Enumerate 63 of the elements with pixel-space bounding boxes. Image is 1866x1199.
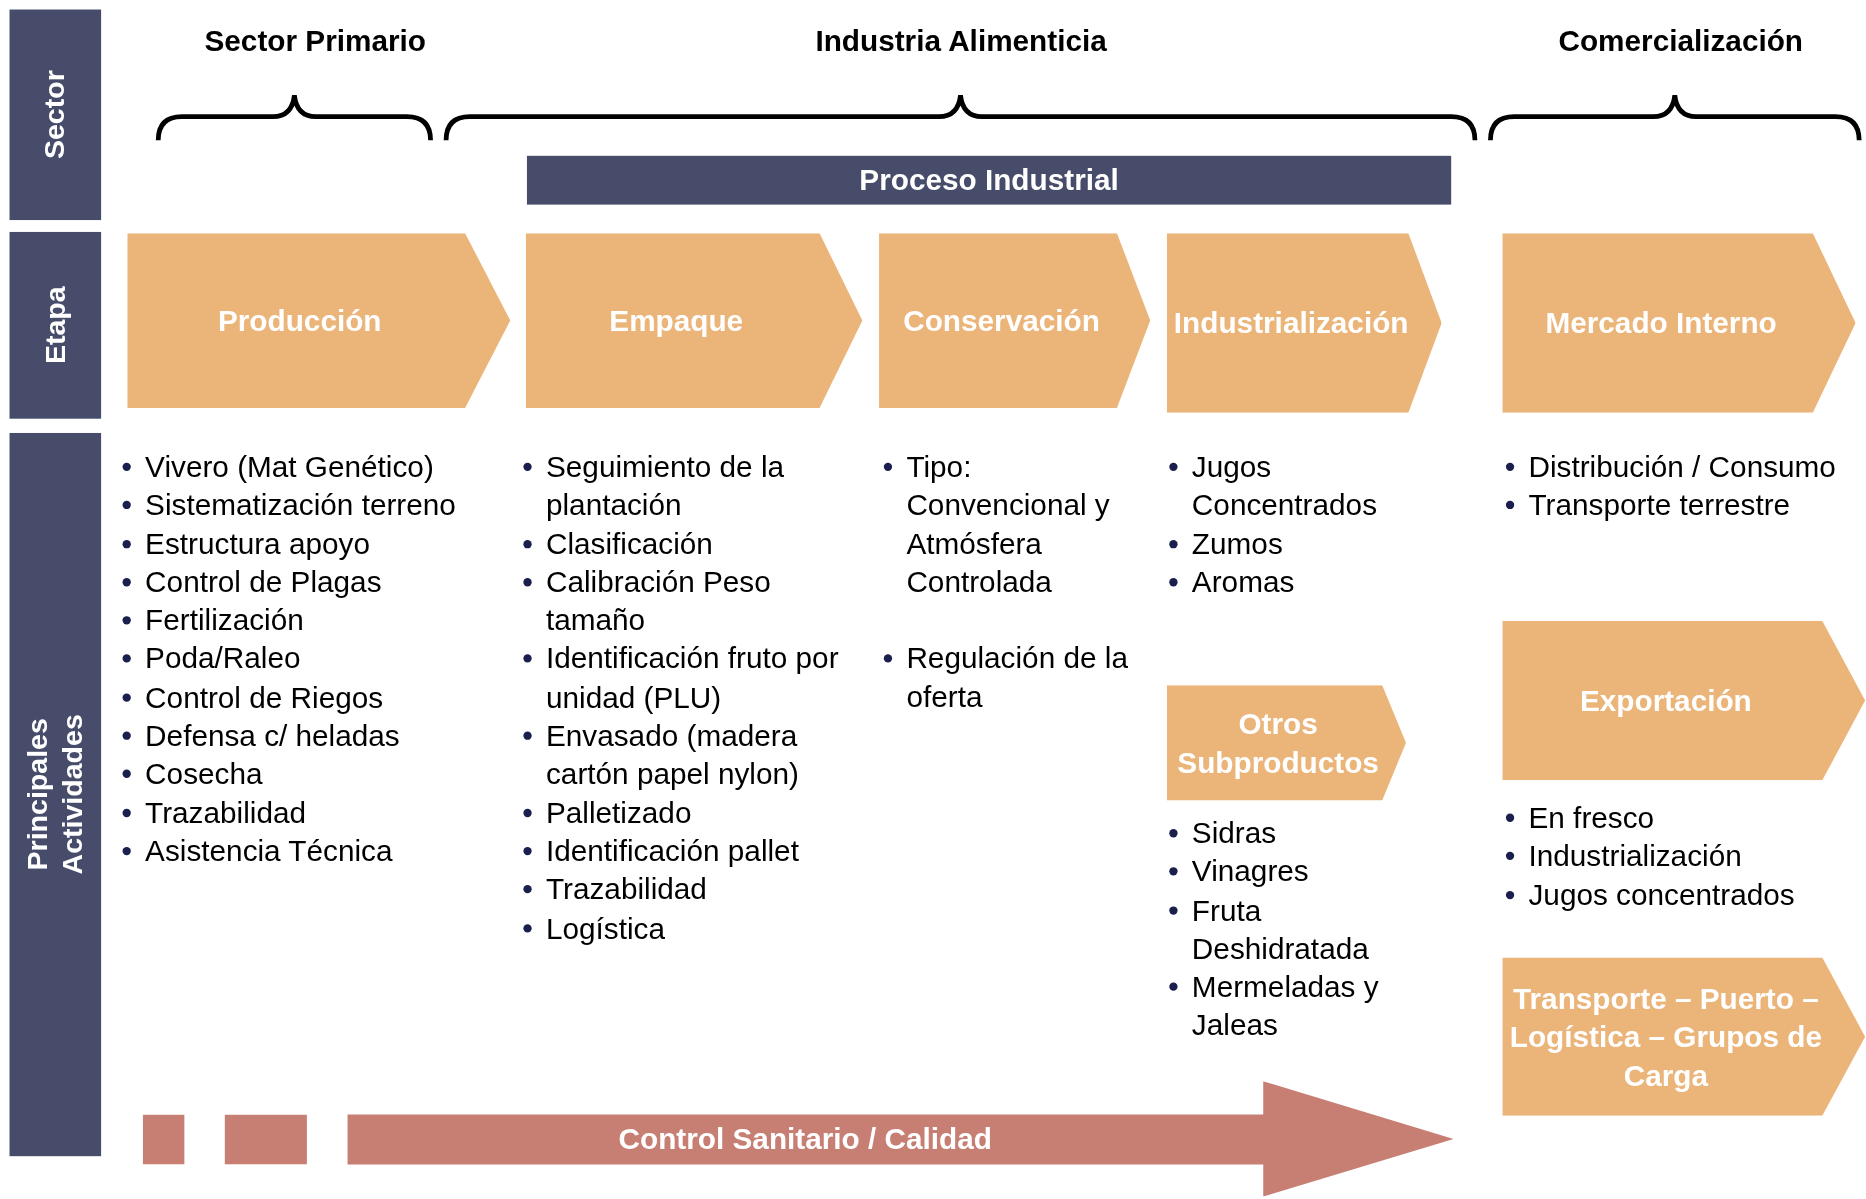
bullet-item: Trazabilidad [519, 869, 871, 909]
chevron-shape [1502, 620, 1866, 781]
stage-label: Exportación [1579, 682, 1752, 719]
bullet-item: Zumos [1165, 524, 1404, 563]
bullet-item: Identificación fruto por unidad (PLU) [519, 639, 871, 717]
section-heading: Sector Primario [204, 23, 426, 59]
bullet-item: Seguimiento de la plantación [519, 447, 871, 525]
bullet-item: Sistematización terreno [118, 485, 512, 525]
bullet-item: Tipo: Convencional y Atmósfera Controlada [880, 447, 1136, 601]
bullet-item: En fresco [1502, 798, 1848, 837]
stage-label: Conservación [903, 302, 1100, 339]
chevron-shape [1166, 233, 1442, 413]
banner-label: Proceso Industrial [859, 162, 1119, 199]
row-header [9, 9, 102, 221]
bullet-item: Clasificación [519, 524, 871, 563]
row-header [9, 231, 102, 419]
bullet-item: Calibración Peso tamaño [519, 562, 871, 640]
bullet-item: Fruta Deshidratada [1165, 890, 1404, 968]
bullet-item: Envasado (madera cartón papel nylon) [519, 716, 871, 793]
stage-label: Transporte – Puerto – Logística – Grupos de Carga [1508, 980, 1824, 1094]
bullet-item: Vivero (Mat Genético) [118, 447, 512, 486]
bullet-item: Poda/Raleo [118, 639, 512, 678]
bullet-item: Fertilización [118, 600, 512, 640]
section-heading: Comercialización [1558, 23, 1804, 59]
bullet-item: Transporte terrestre [1502, 485, 1848, 525]
chevron-shape [127, 233, 511, 408]
bullet-item: Estructura apoyo [118, 524, 512, 563]
stage-label: Otros Subproductos [1176, 705, 1380, 781]
process-banner [526, 155, 1452, 205]
bullet-item: Identificación pallet [519, 831, 871, 870]
bullet-item: Vinagres [1165, 852, 1404, 891]
bullet-item: Jugos Concentrados [1165, 447, 1404, 525]
chevron-shape [1502, 957, 1866, 1116]
bullet-item: Control de Plagas [118, 562, 512, 601]
bullet-item: Asistencia Técnica [118, 831, 512, 870]
bullet-item: Aromas [1165, 562, 1404, 601]
bullet-item: Sidras [1165, 813, 1404, 852]
bullet-item: Industrialización [1502, 836, 1848, 875]
row-header-label: Principales Actividades [21, 714, 89, 875]
chevron-shape [879, 233, 1151, 408]
arrow-label: Control Sanitario / Calidad [618, 1121, 992, 1158]
bullet-item: Logística [519, 908, 871, 947]
chevron-shape [525, 233, 863, 408]
bullet-item: Palletizado [519, 793, 871, 832]
stage-label: Mercado Interno [1545, 305, 1777, 342]
block-arrow [347, 1081, 1454, 1197]
bullet-item: Mermeladas y Jaleas [1165, 967, 1404, 1045]
row-header [9, 432, 102, 1157]
stage-label: Producción [217, 302, 382, 339]
stage-label: Empaque [609, 302, 744, 339]
row-header-label: Sector [38, 70, 72, 160]
bullet-item: Trazabilidad [118, 793, 512, 832]
chevron-shape [1166, 685, 1406, 801]
bullet-item: Defensa c/ heladas [118, 716, 512, 755]
bullet-item: Cosecha [118, 754, 512, 793]
row-header-label: Etapa [38, 286, 72, 365]
stage-label: Industrialización [1173, 305, 1409, 342]
chevron-shape [1502, 233, 1856, 413]
bullet-item: Regulación de la oferta [880, 639, 1136, 716]
bullet-item: Control de Riegos [118, 677, 512, 717]
bullet-item: Distribución / Consumo [1502, 447, 1848, 486]
section-heading: Industria Alimenticia [815, 23, 1107, 59]
bullet-item: Jugos concentrados [1502, 875, 1848, 914]
